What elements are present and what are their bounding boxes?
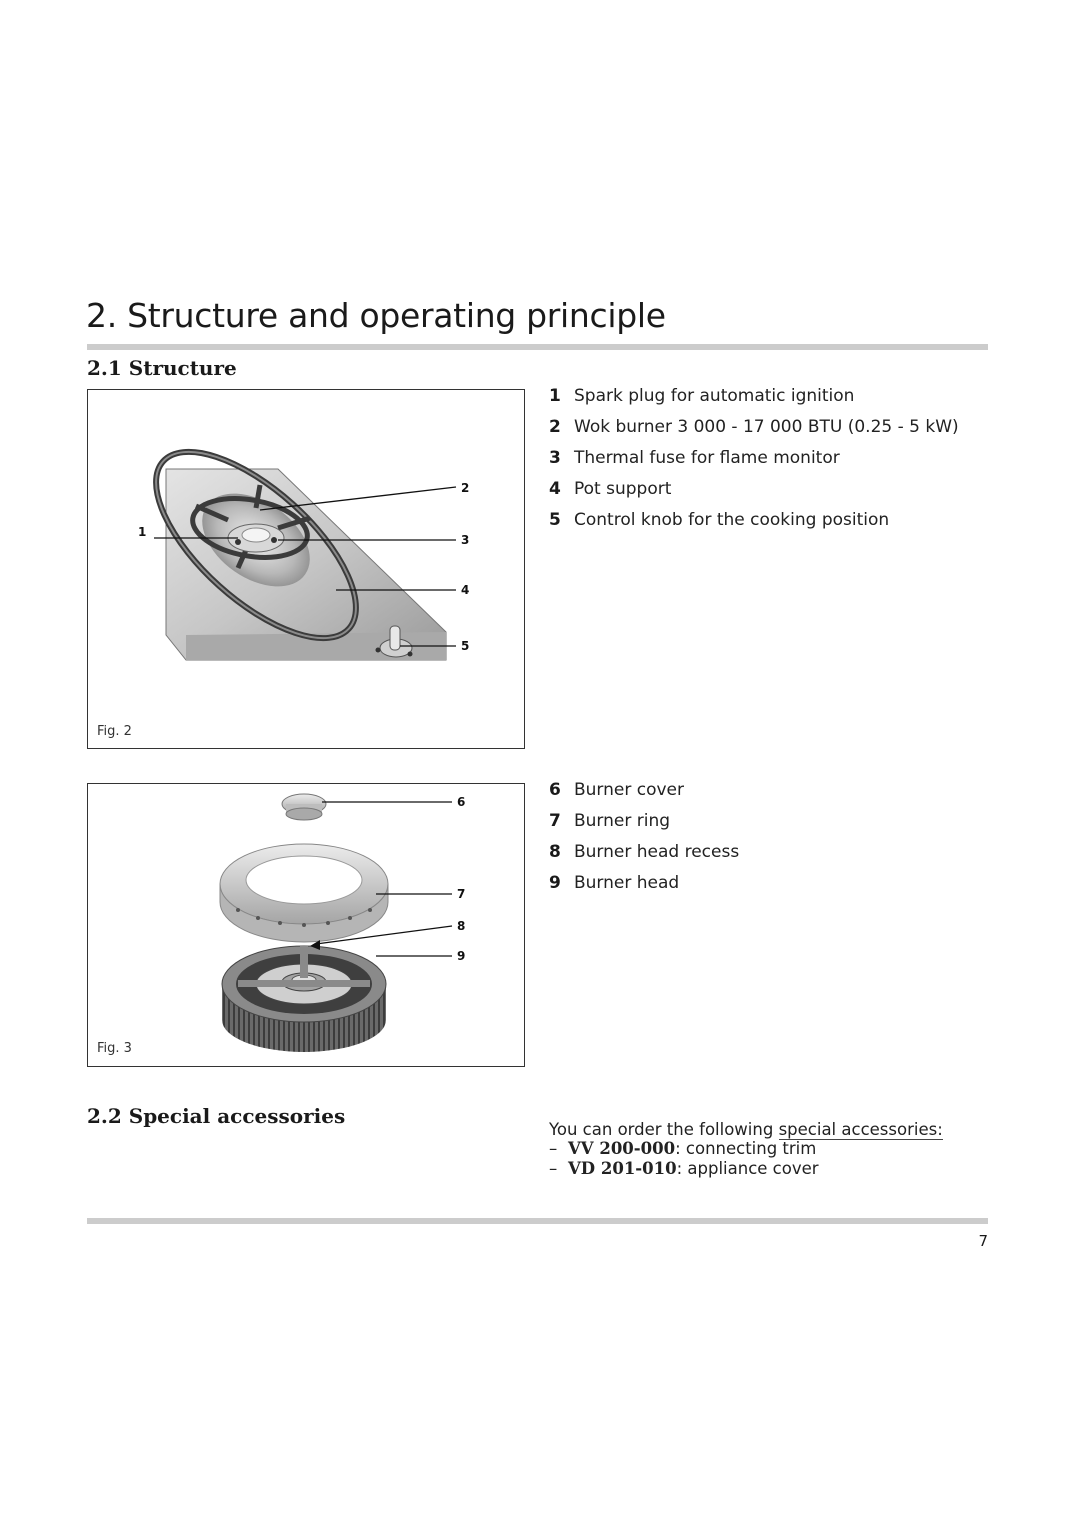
legend-figure-3: 6 Burner cover 7 Burner ring 8 Burner head … bbox=[549, 774, 739, 898]
legend-number: 7 bbox=[549, 810, 561, 831]
legend-number: 3 bbox=[549, 447, 561, 468]
callout-1: 1 bbox=[138, 525, 147, 539]
legend-item: 3 Thermal fuse for flame monitor bbox=[549, 442, 959, 473]
accessory-code: VV 200-000 bbox=[568, 1139, 676, 1158]
accessories-list: –VV 200-000: connecting trim –VD 201-010… bbox=[549, 1139, 819, 1179]
legend-text: Burner ring bbox=[574, 810, 671, 831]
legend-text: Control knob for the cooking position bbox=[574, 509, 890, 530]
page-title: 2. Structure and operating principle bbox=[86, 296, 666, 335]
legend-text: Burner head bbox=[574, 872, 680, 893]
section-heading-accessories: 2.2 Special accessories bbox=[87, 1104, 346, 1128]
legend-item: 8 Burner head recess bbox=[549, 836, 739, 867]
legend-number: 2 bbox=[549, 416, 561, 437]
accessories-intro-text: You can order the following bbox=[549, 1120, 779, 1139]
figure-2: 1 2 3 4 5 Fig. 2 bbox=[87, 389, 525, 749]
figure-3: 6 7 8 9 Fig. 3 bbox=[87, 783, 525, 1067]
burner-parts-illustration bbox=[219, 793, 453, 1052]
list-dash: – bbox=[549, 1139, 558, 1158]
legend-item: 5 Control knob for the cooking position bbox=[549, 504, 959, 535]
legend-item: 1 Spark plug for automatic ignition bbox=[549, 380, 959, 411]
legend-number: 9 bbox=[549, 872, 561, 893]
accessory-item: –VD 201-010: appliance cover bbox=[549, 1159, 819, 1179]
legend-item: 2 Wok burner 3 000 - 17 000 BTU (0.25 - 5… bbox=[549, 411, 959, 442]
legend-text: Wok burner 3 000 - 17 000 BTU (0.25 - 5 … bbox=[574, 416, 959, 437]
footer-rule bbox=[87, 1218, 988, 1224]
accessories-intro-link-text: special accessories: bbox=[778, 1120, 943, 1140]
legend-text: Thermal fuse for flame monitor bbox=[574, 447, 840, 468]
legend-text: Burner head recess bbox=[574, 841, 740, 862]
legend-item: 9 Burner head bbox=[549, 867, 739, 898]
legend-item: 7 Burner ring bbox=[549, 805, 739, 836]
accessory-code: VD 201-010 bbox=[568, 1159, 677, 1178]
callout-6: 6 bbox=[457, 795, 466, 809]
legend-text: Burner cover bbox=[574, 779, 685, 800]
callout-4: 4 bbox=[461, 583, 470, 597]
legend-text: Pot support bbox=[574, 478, 672, 499]
accessories-intro: You can order the following special acce… bbox=[549, 1120, 943, 1140]
legend-number: 4 bbox=[549, 478, 561, 499]
legend-text: Spark plug for automatic ignition bbox=[574, 385, 855, 406]
callout-8: 8 bbox=[457, 919, 466, 933]
title-rule bbox=[87, 344, 988, 350]
figure-3-caption: Fig. 3 bbox=[97, 1041, 132, 1056]
callout-2: 2 bbox=[461, 481, 470, 495]
accessory-item: –VV 200-000: connecting trim bbox=[549, 1139, 819, 1159]
callout-3: 3 bbox=[461, 533, 470, 547]
legend-number: 5 bbox=[549, 509, 561, 530]
callout-7: 7 bbox=[457, 887, 466, 901]
accessory-description: : connecting trim bbox=[675, 1139, 817, 1158]
callout-9: 9 bbox=[457, 949, 466, 963]
wok-hob-illustration bbox=[153, 448, 457, 661]
figure-2-caption: Fig. 2 bbox=[97, 724, 132, 739]
section-heading-structure: 2.1 Structure bbox=[87, 356, 237, 380]
legend-item: 4 Pot support bbox=[549, 473, 959, 504]
list-dash: – bbox=[549, 1159, 558, 1178]
legend-number: 8 bbox=[549, 841, 561, 862]
accessory-description: : appliance cover bbox=[676, 1159, 819, 1178]
legend-figure-2: 1 Spark plug for automatic ignition 2 Wok … bbox=[549, 380, 959, 535]
callout-5: 5 bbox=[461, 639, 470, 653]
legend-number: 6 bbox=[549, 779, 561, 800]
legend-item: 6 Burner cover bbox=[549, 774, 739, 805]
page-number: 7 bbox=[978, 1232, 988, 1250]
legend-number: 1 bbox=[549, 385, 561, 406]
